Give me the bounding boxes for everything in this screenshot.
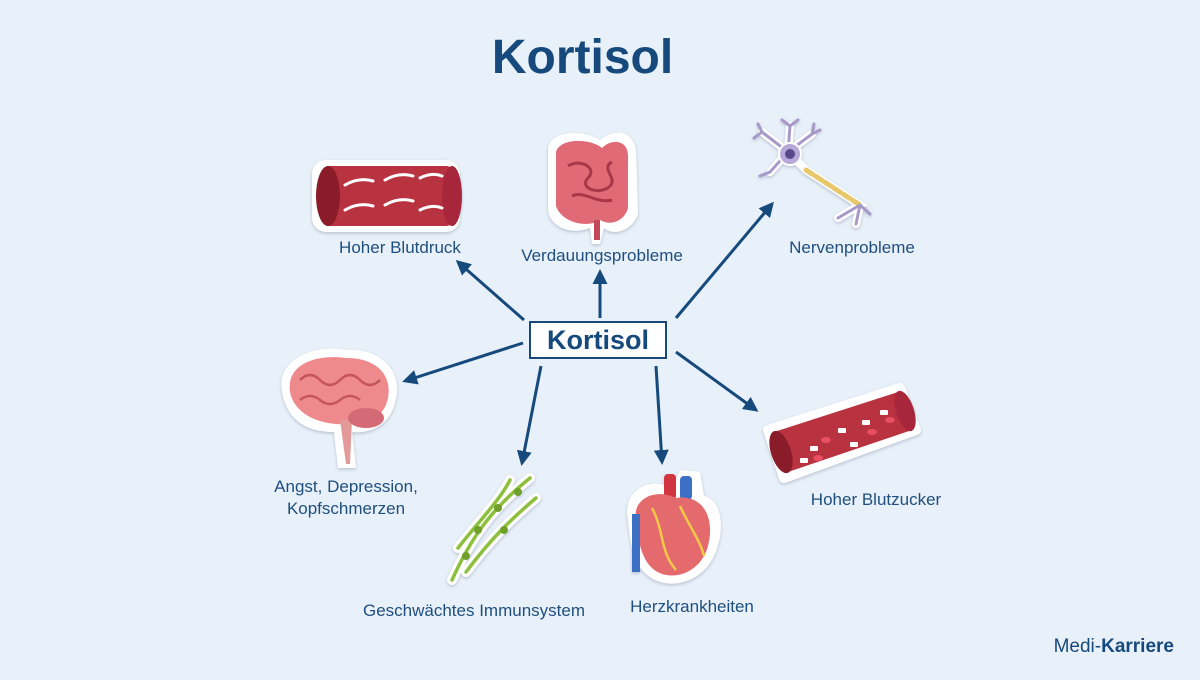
label-hoher-blutzucker: Hoher Blutzucker [796,489,956,511]
brand-logo: Medi-Karriere [1054,636,1174,658]
arrow-blood-sugar [676,352,756,410]
label-line-2: Kopfschmerzen [256,498,436,520]
arrow-mental [405,343,523,381]
brand-prefix: Medi- [1054,636,1102,657]
lymph-vessels-icon [452,478,536,580]
label-line-1: Angst, Depression, [256,476,436,498]
label-angst-depression-kopfschmerzen: Angst, Depression, Kopfschmerzen [256,476,436,520]
label-hoher-blutdruck: Hoher Blutdruck [310,237,490,259]
label-verdauungsprobleme: Verdauungsprobleme [500,245,704,267]
page-title: Kortisol [0,30,1165,85]
label-herzkrankheiten: Herzkrankheiten [612,596,772,618]
arrow-immune [522,366,541,463]
arrow-blood-pressure [458,262,524,320]
label-geschwaechtes-immunsystem: Geschwächtes Immunsystem [346,600,602,622]
heart-icon [627,470,721,584]
brand-name: Karriere [1101,636,1174,657]
neuron-icon [754,120,870,224]
brain-icon [281,349,397,468]
label-nervenprobleme: Nervenprobleme [772,237,932,259]
intestines-icon [548,133,638,244]
center-node: Kortisol [529,321,667,359]
blood-vessel-cells-icon [765,388,920,478]
blood-vessel-arrows-icon [312,160,462,232]
arrow-heart [656,366,662,462]
